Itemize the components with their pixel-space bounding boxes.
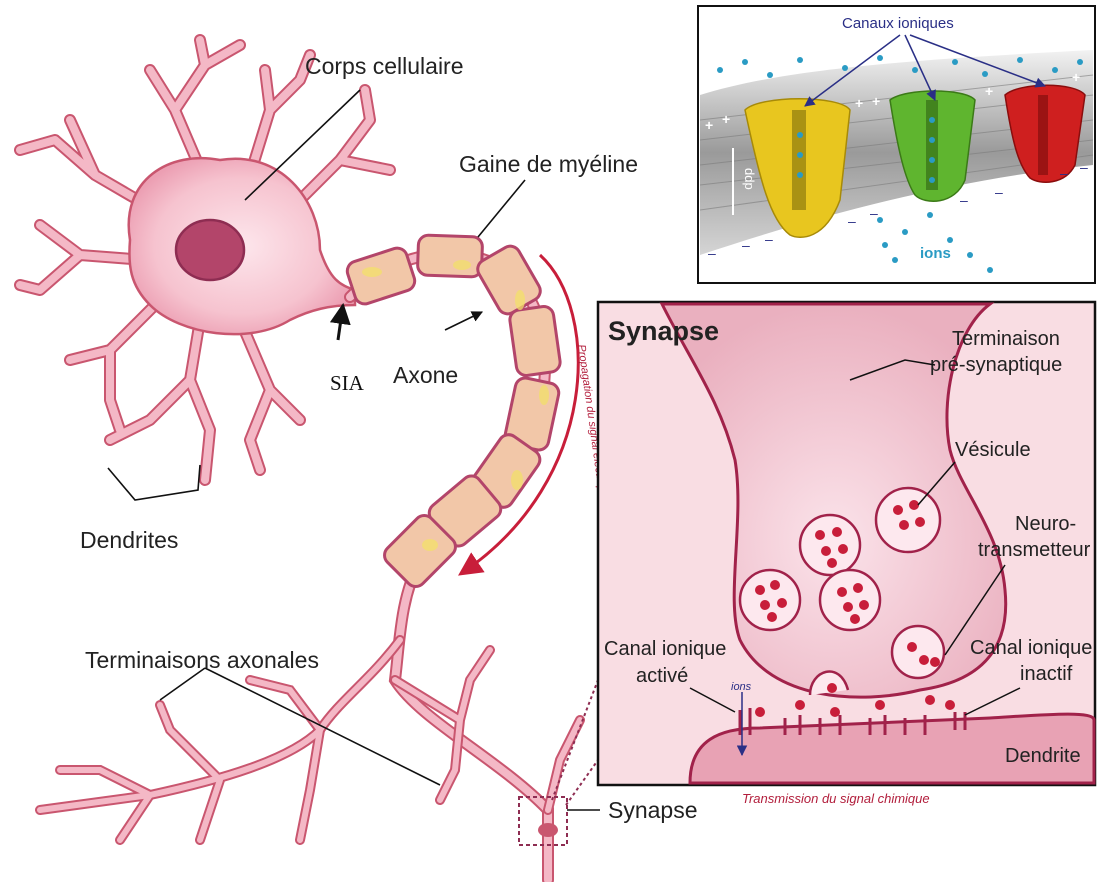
canal-inactif-label-1: Canal ionique xyxy=(970,637,1092,659)
terminaisons-axonales-label: Terminaisons axonales xyxy=(85,647,319,673)
synapse-ions-label: ions xyxy=(731,681,752,693)
svg-text:+: + xyxy=(985,83,993,99)
nucleus xyxy=(176,220,244,280)
svg-text:–: – xyxy=(708,245,716,261)
synapse-inset: Synapse Terminaison pré-synaptique Vésic… xyxy=(598,302,1095,785)
svg-text:–: – xyxy=(870,205,878,221)
gaine-myeline-label: Gaine de myéline xyxy=(459,151,638,177)
zoom-lines xyxy=(552,680,598,805)
neuro-label-1: Neuro- xyxy=(1015,513,1076,535)
svg-text:–: – xyxy=(995,184,1003,200)
canaux-ioniques-label: Canaux ioniques xyxy=(842,15,954,32)
svg-text:–: – xyxy=(960,192,968,208)
svg-text:–: – xyxy=(848,213,856,229)
svg-text:–: – xyxy=(1080,159,1088,175)
svg-text:+: + xyxy=(705,117,713,133)
axon xyxy=(40,254,580,880)
dendrite-label: Dendrite xyxy=(1005,745,1081,767)
terminaison-label-1: Terminaison xyxy=(952,328,1060,350)
axone-label: Axone xyxy=(393,362,458,388)
canal-inactif-label-2: inactif xyxy=(1020,663,1073,685)
corps-cellulaire-label: Corps cellulaire xyxy=(305,53,464,79)
svg-text:+: + xyxy=(872,93,880,109)
svg-text:+: + xyxy=(855,95,863,111)
svg-text:+: + xyxy=(1072,69,1080,85)
svg-text:–: – xyxy=(1060,165,1068,181)
terminaison-label-2: pré-synaptique xyxy=(930,354,1062,376)
svg-text:–: – xyxy=(765,231,773,247)
inset-ions-label: ions xyxy=(920,245,951,262)
transmission-caption: Transmission du signal chimique xyxy=(742,791,930,806)
canal-active-label-1: Canal ionique xyxy=(604,638,726,660)
vesicule-label: Vésicule xyxy=(955,439,1031,461)
svg-text:–: – xyxy=(742,237,750,253)
sia-arrow xyxy=(338,305,343,340)
dendrites-label: Dendrites xyxy=(80,527,178,553)
sia-label: SIA xyxy=(330,371,365,395)
ion-channels-inset: ++ ++ ++ ––– ––– ––– ddp Canaux ioniques… xyxy=(698,6,1095,283)
synapse-title: Synapse xyxy=(608,316,719,346)
synapse-label: Synapse xyxy=(608,797,698,823)
myelin-sheath xyxy=(345,235,562,591)
ddp-label: ddp xyxy=(742,168,757,190)
neuro-label-2: transmetteur xyxy=(978,539,1091,561)
canal-active-label-2: activé xyxy=(636,665,688,687)
svg-text:+: + xyxy=(722,111,730,127)
